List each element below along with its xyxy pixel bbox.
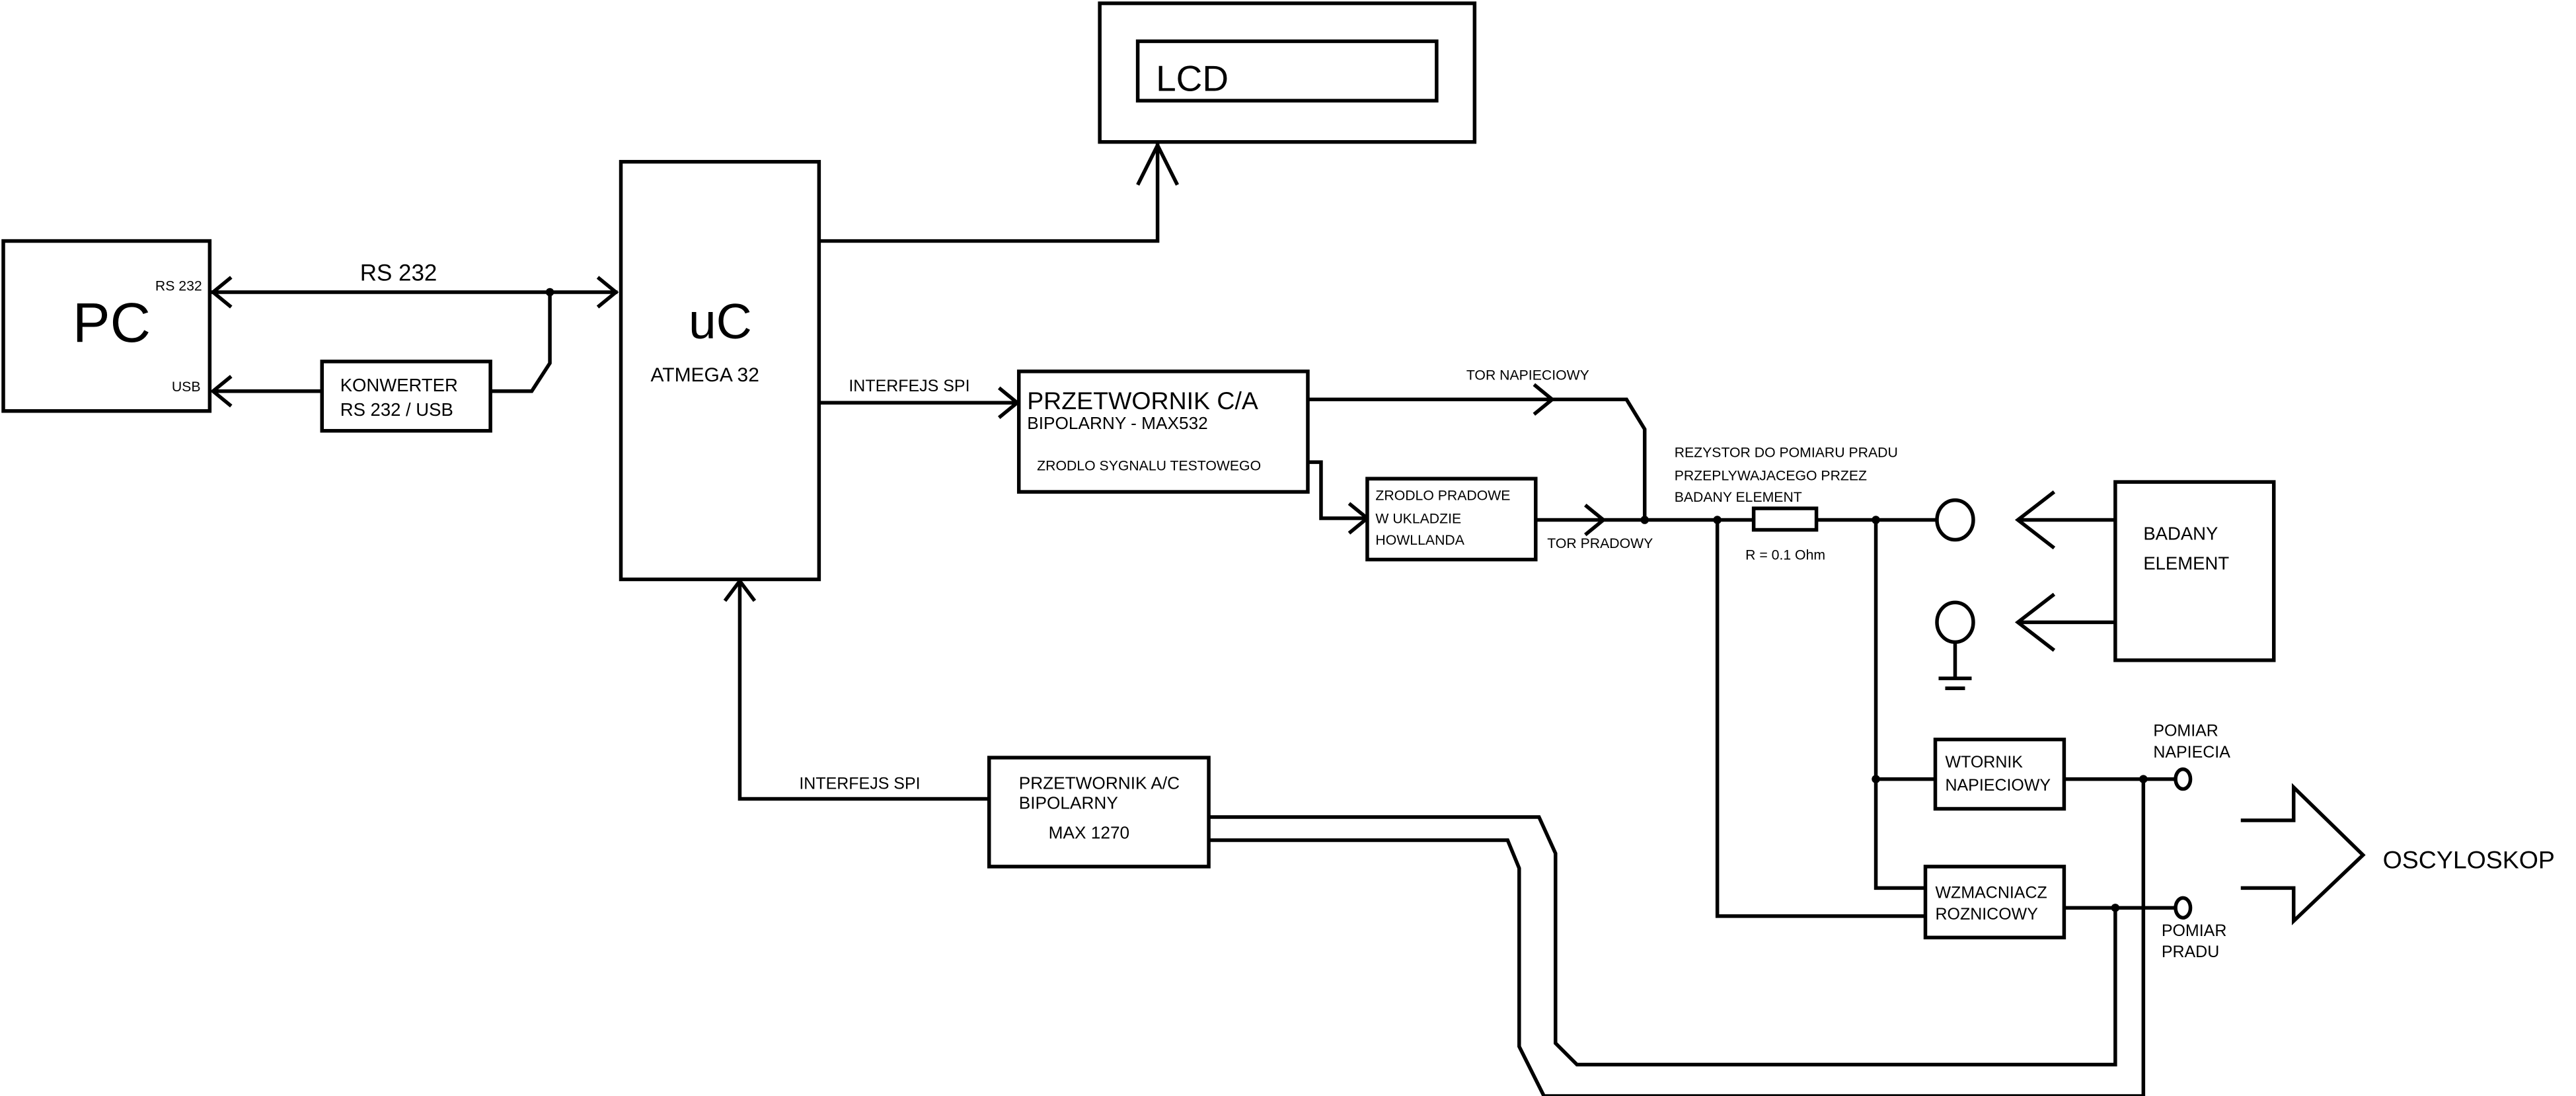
rs232-link: RS 232 — [209, 260, 619, 393]
diff-amp-line1: WZMACNIACZ — [1935, 883, 2047, 902]
arrow-up-icon — [723, 578, 757, 602]
diff-amp-line2: ROZNICOWY — [1935, 905, 2038, 923]
voltage-path: TOR NAPIECIOWY — [1307, 368, 1647, 519]
rs232-link-label: RS 232 — [360, 260, 437, 286]
voltage-meas-line2: NAPIECIA — [2153, 743, 2230, 762]
pc-port-rs232: RS 232 — [155, 278, 202, 294]
dac-line2: BIPOLARNY - MAX532 — [1027, 413, 1208, 433]
follower-line2: NAPIECIOWY — [1945, 776, 2051, 795]
converter-line1: KONWERTER — [340, 375, 458, 395]
adc-input-current-wire — [1209, 815, 2117, 1067]
arrow-left-icon — [209, 276, 233, 309]
lcd-block: LCD — [819, 1, 1477, 243]
oscilloscope-output: OSCYLOSKOP — [2240, 783, 2555, 925]
dut-line1: BADANY — [2143, 524, 2218, 544]
oscilloscope-label: OSCYLOSKOP — [2383, 845, 2555, 873]
arrow-up-icon — [1136, 141, 1180, 186]
uc-sublabel: ATMEGA 32 — [650, 364, 759, 386]
voltage-probe-terminal-icon — [2174, 767, 2193, 791]
lcd-screen — [1135, 39, 1439, 103]
converter-box — [320, 360, 492, 433]
follower-box — [1933, 737, 2066, 811]
uc-label: uC — [689, 294, 752, 349]
dut-box — [2113, 480, 2276, 662]
resistor-icon — [1751, 506, 1819, 532]
resistor-desc-line2: PRZEPLYWAJACEGO PRZEZ — [1675, 469, 1867, 484]
arrow-left-icon — [209, 375, 233, 408]
diff-amp-input-a-wire — [1715, 520, 1926, 918]
adc-line2: BIPOLARNY — [1019, 793, 1118, 813]
diff-amp-input-b-wire — [1874, 520, 1926, 890]
spi-adc-label: INTERFEJS SPI — [799, 775, 920, 793]
dac-block: PRZETWORNIK C/A BIPOLARNY - MAX532 ZRODL… — [1016, 370, 1310, 494]
pc-port-usb: USB — [172, 379, 201, 395]
ground-icon — [1938, 676, 1972, 690]
current-probe-terminal-icon — [2174, 896, 2193, 920]
spi-dac-link: INTERFEJS SPI — [819, 377, 1020, 419]
spi-adc-wire — [738, 580, 989, 801]
arrow-right-icon — [1584, 503, 1607, 537]
terminal-icon — [1935, 600, 1975, 645]
adc-line3: MAX 1270 — [1049, 822, 1129, 842]
spi-adc-link: INTERFEJS SPI — [723, 578, 989, 801]
arrow-left-icon — [2014, 490, 2115, 550]
adc-box — [987, 756, 1211, 869]
arrow-right-icon — [596, 276, 619, 309]
follower-line1: WTORNIK — [1945, 753, 2023, 771]
dut-connection: BADANY ELEMENT — [1935, 480, 2276, 690]
shunt-resistor: REZYSTOR DO POMIARU PRADU PRZEPLYWAJACEG… — [1675, 446, 1936, 563]
voltage-path-label: TOR NAPIECIOWY — [1466, 368, 1589, 383]
voltage-meas-line1: POMIAR — [2153, 722, 2218, 740]
follower-block: WTORNIK NAPIECIOWY POMIAR NAPIECIA — [1933, 722, 2230, 811]
resistor-desc-line3: BADANY ELEMENT — [1675, 490, 1802, 505]
junction-dot — [1640, 516, 1649, 524]
arrow-right-icon — [1533, 383, 1556, 416]
diff-amp-box — [1923, 865, 2066, 940]
dac-line1: PRZETWORNIK C/A — [1027, 387, 1258, 414]
big-arrow-right-icon — [2240, 783, 2366, 925]
voltage-path-wire — [1307, 397, 1647, 519]
adc-block: PRZETWORNIK A/C BIPOLARNY MAX 1270 — [987, 756, 1211, 869]
resistor-value: R = 0.1 Ohm — [1745, 547, 1825, 563]
dac-line3: ZRODLO SYGNALU TESTOWEGO — [1037, 459, 1261, 474]
current-source-line1: ZRODLO PRADOWE — [1375, 489, 1510, 504]
pc-box — [1, 239, 212, 413]
uc-lcd-wire — [819, 143, 1160, 243]
dut-line2: ELEMENT — [2143, 553, 2229, 573]
uc-block: uC ATMEGA 32 — [619, 159, 821, 582]
arrow-left-icon — [2014, 592, 2115, 652]
converter-block: KONWERTER RS 232 / USB — [209, 360, 492, 433]
current-source-block: ZRODLO PRADOWE W UKLADZIE HOWLLANDA — [1365, 477, 1538, 562]
lcd-label: LCD — [1156, 58, 1229, 98]
resistor-desc-line1: REZYSTOR DO POMIARU PRADU — [1675, 446, 1898, 461]
pc-label: PC — [73, 291, 151, 354]
junction-dot — [1872, 775, 1880, 783]
current-source-box — [1365, 477, 1538, 562]
pc-block: PC RS 232 USB — [1, 239, 212, 413]
converter-feed-wire — [490, 292, 552, 393]
current-source-line2: W UKLADZIE — [1375, 512, 1461, 527]
dac-box — [1016, 370, 1310, 494]
adc-line1: PRZETWORNIK A/C — [1019, 773, 1180, 793]
current-meas-line2: PRADU — [2162, 943, 2219, 961]
current-source-line3: HOWLLANDA — [1375, 533, 1464, 548]
diff-amp-block: WZMACNIACZ ROZNICOWY POMIAR PRADU — [1923, 865, 2227, 961]
terminal-icon — [1935, 498, 1975, 542]
dac-to-current-source-wire — [1307, 460, 1367, 520]
converter-line2: RS 232 / USB — [340, 399, 453, 420]
uc-box — [619, 159, 821, 582]
current-path-label: TOR PRADOWY — [1547, 536, 1653, 551]
adc-input-voltage-wire — [1209, 779, 2146, 1096]
current-meas-line1: POMIAR — [2162, 921, 2227, 940]
spi-dac-label: INTERFEJS SPI — [849, 377, 969, 395]
